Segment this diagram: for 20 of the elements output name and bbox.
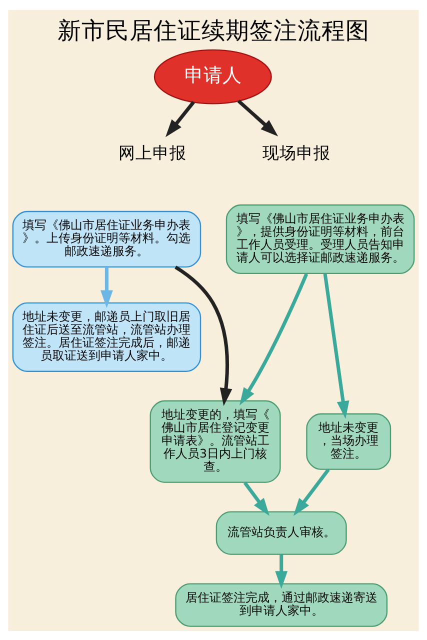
node-box: 流管站负责人审核。 [216, 510, 347, 554]
arrow [323, 273, 350, 418]
node-box: 地址未变更，当场办理签注。 [306, 412, 392, 470]
arrow [293, 468, 330, 516]
diagram-title: 新市民居住证续期签注流程图 [58, 16, 370, 44]
arrow [165, 100, 195, 137]
node-box: 填写《佛山市居住证业务申办表》。上传身份证明等材料。勾选邮政速递服务。 [12, 210, 202, 268]
node-ellipse: 申请人 [154, 48, 272, 104]
arrow [240, 272, 308, 405]
node-box: 填写《佛山市居住证业务申办表》，提供身份证明等材料，前台工作人员受理。受理人员告知申请人可以选择证邮政速递服务。 [226, 204, 415, 274]
arrow [275, 554, 288, 588]
arrow [237, 99, 278, 136]
node-box: 居住证签注完成，通过邮政速递寄送到申请人家中。 [175, 582, 388, 626]
node-text: 现场申报 [262, 143, 331, 162]
arrow [243, 481, 270, 516]
node-text: 网上申报 [118, 143, 187, 162]
arrow [100, 266, 113, 308]
arrow [174, 265, 232, 406]
node-box: 地址变更的，填写《佛山市居住登记变更申请表》。流管站工作人员3日内上门核查。 [150, 400, 281, 482]
node-box: 地址未变更，邮递员上门取旧居住证后送至流管站，流管站办理签注。居住证签注完成后，邮递员取证送到申请人家中。 [12, 302, 202, 372]
